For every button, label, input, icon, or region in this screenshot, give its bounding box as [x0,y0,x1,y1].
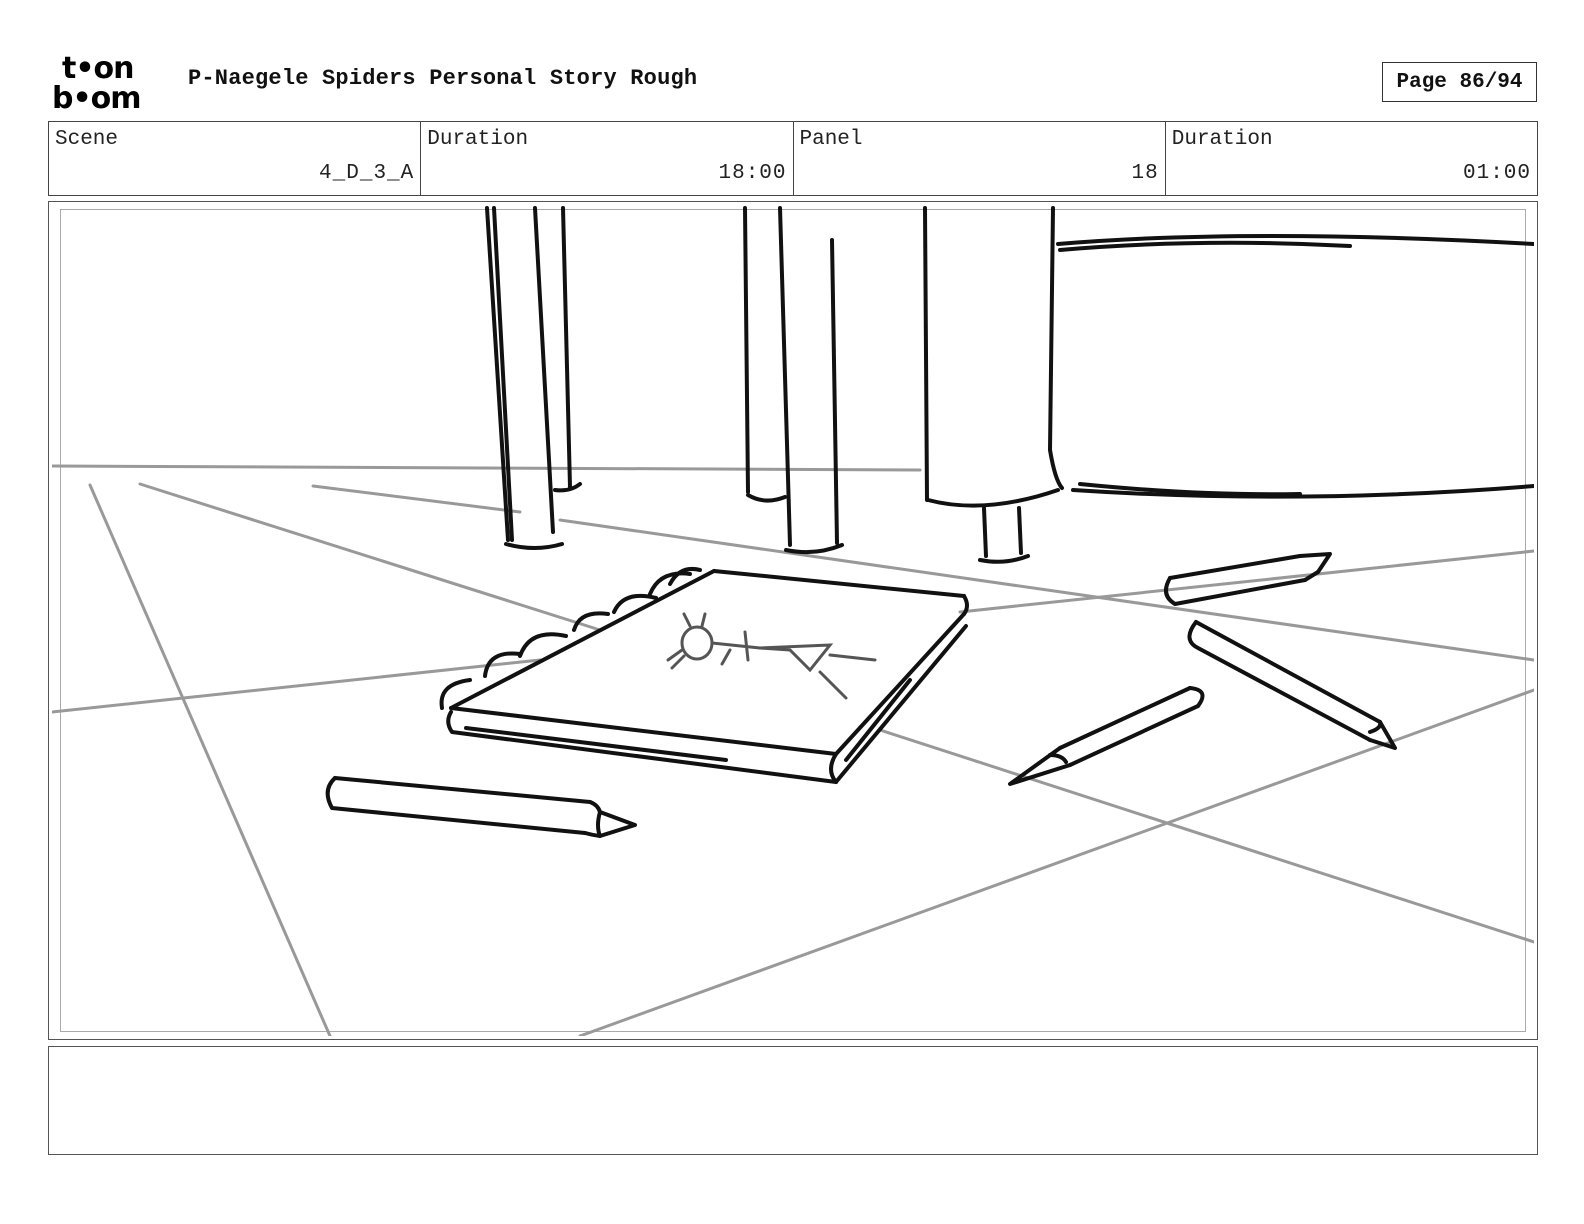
logo-text-top: t•on [62,51,133,86]
sketchbook-sketch [439,567,969,784]
scene-duration-label: Duration [427,128,529,151]
pencils-sketch [325,552,1397,838]
panel-duration-cell: Duration 01:00 [1166,122,1537,195]
panel-duration-label: Duration [1171,128,1273,151]
perspective-guides [52,464,1534,1036]
panel-frame [48,201,1538,1040]
furniture-sketch [485,206,1534,564]
panel-label: Panel [799,128,863,151]
panel-cell: Panel 18 [794,122,1166,195]
scene-duration-value: 18:00 [718,162,787,185]
toonboom-logo: t•on b•om [52,50,164,116]
scene-value: 4_D_3_A [319,162,415,185]
info-row: Scene 4_D_3_A Duration 18:00 Panel 18 Du… [48,121,1538,196]
page-indicator: Page 86/94 [1382,62,1537,102]
storyboard-sketch [52,206,1534,1036]
scene-cell: Scene 4_D_3_A [49,122,422,195]
spider-doodle [666,612,877,700]
panel-notes[interactable] [48,1046,1538,1155]
document-title: P-Naegele Spiders Personal Story Rough [188,66,698,91]
panel-safe-area [60,209,1526,1032]
scene-duration-cell: Duration 18:00 [421,122,794,195]
panel-duration-value: 01:00 [1462,162,1531,185]
panel-value: 18 [1131,162,1159,185]
scene-label: Scene [55,128,119,151]
logo-text-bottom: b•om [52,81,141,112]
